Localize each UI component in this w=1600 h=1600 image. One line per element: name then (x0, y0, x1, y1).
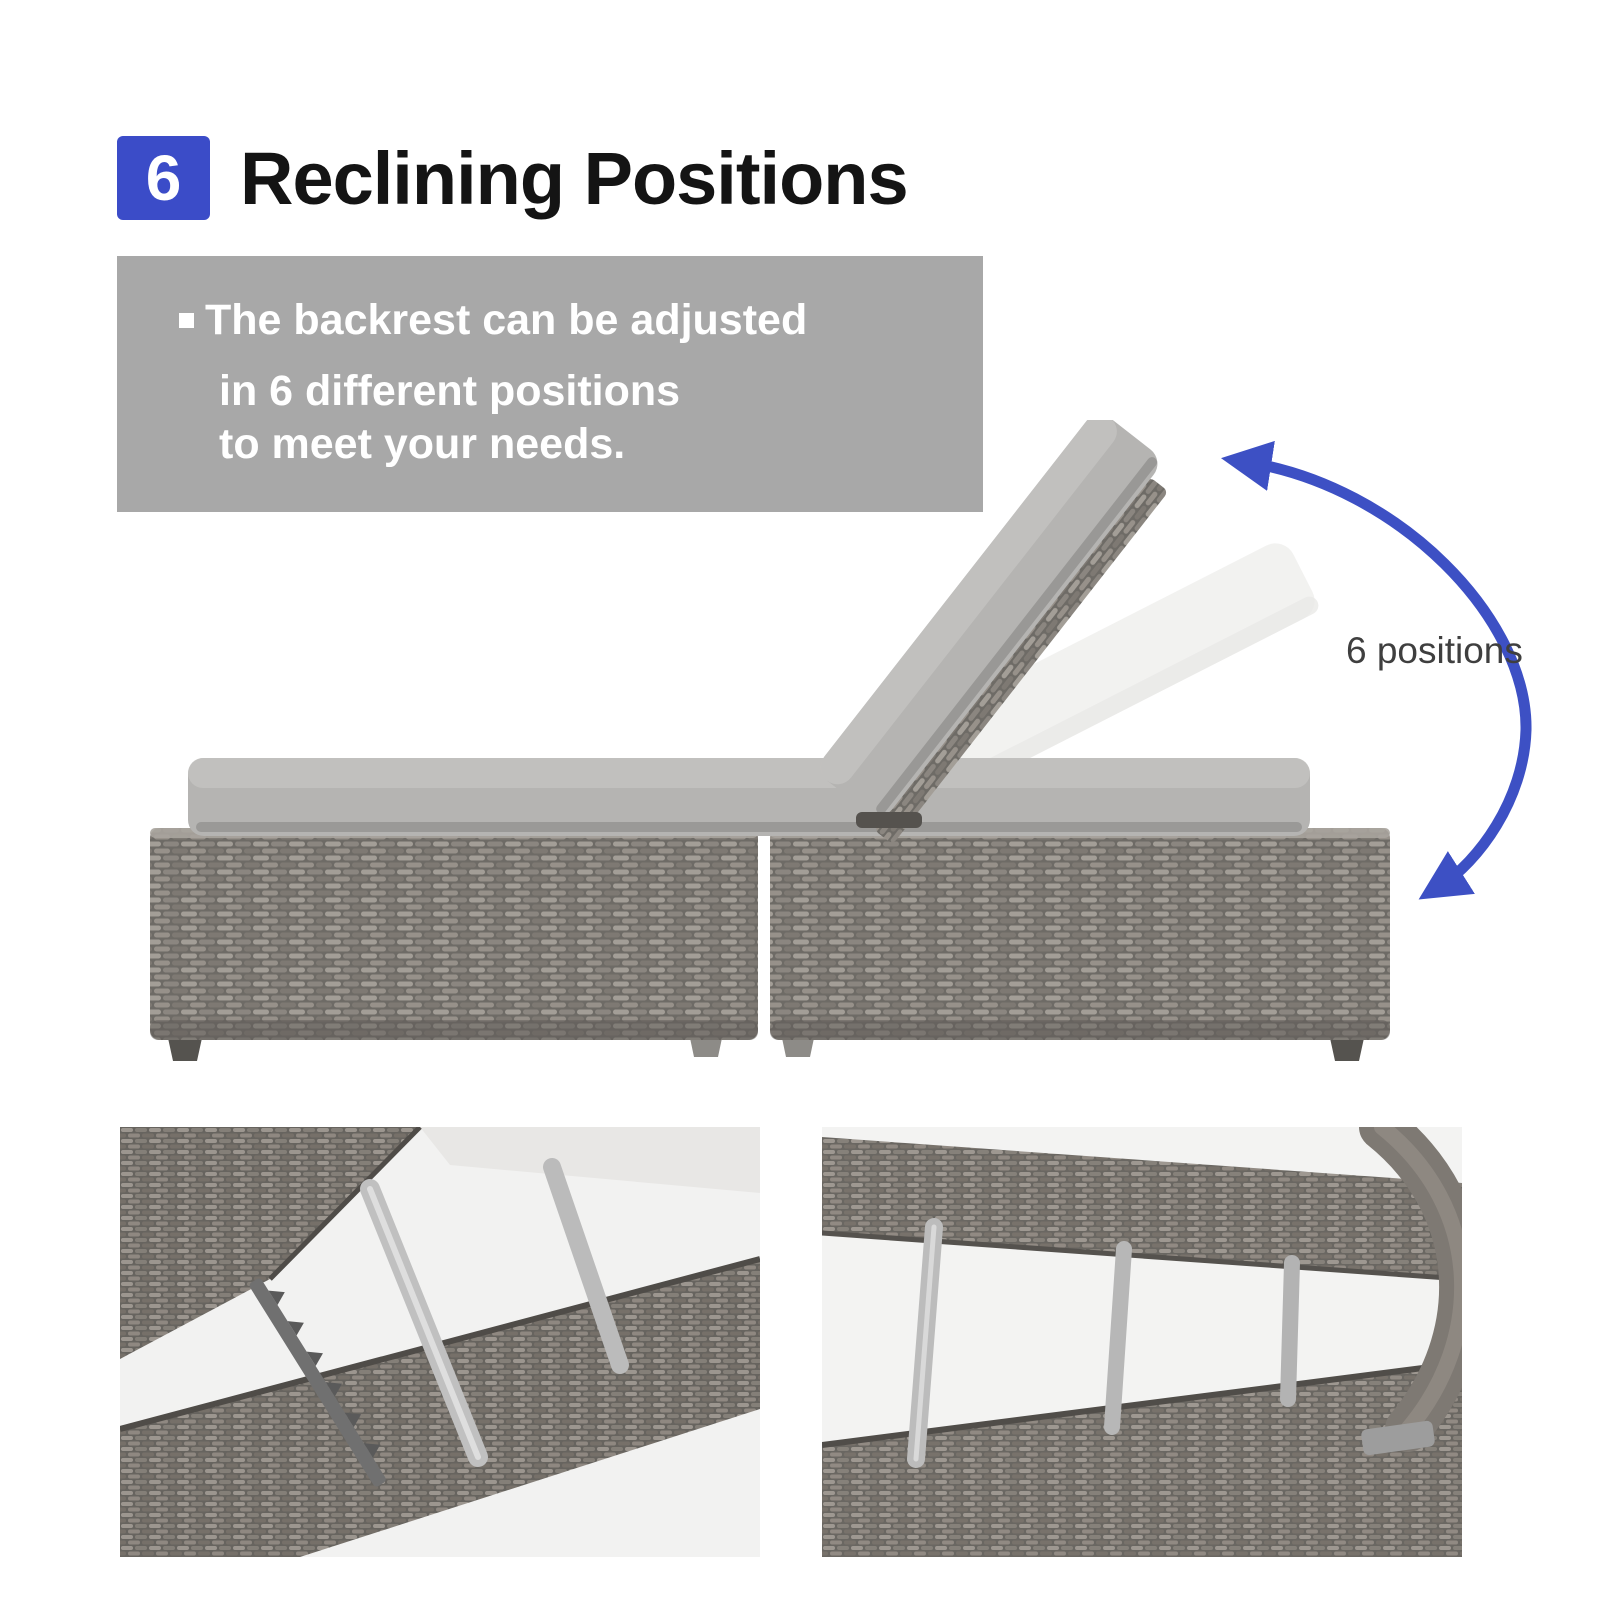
metal-tube (543, 1158, 629, 1374)
curved-arrow-icon (1221, 440, 1532, 900)
base-left-section (150, 828, 758, 1040)
feature-line-1: The backrest can be adjusted (179, 296, 953, 344)
closeup-right-illustration (822, 1127, 1462, 1557)
foot-left (168, 1038, 202, 1061)
feature-line-2: in 6 different positions (219, 367, 681, 416)
bullet-square-icon (179, 313, 194, 329)
foot-mid-1 (690, 1038, 722, 1057)
hinge-plate (1361, 1420, 1435, 1456)
closeup-photo-left (120, 1127, 760, 1557)
metal-tube (1280, 1255, 1300, 1407)
closeup-left-illustration (120, 1127, 760, 1557)
positions-annotation: 6 positions (1346, 630, 1523, 671)
foot-mid-2 (782, 1038, 814, 1057)
closeup-right-side-rail (822, 1363, 1462, 1557)
page-title: Reclining Positions (240, 136, 909, 220)
hinge-hardware (856, 812, 922, 828)
feature-line-3: to meet your needs. (219, 420, 626, 469)
base-right-section (770, 828, 1390, 1040)
metal-tube (1104, 1241, 1132, 1435)
count-badge: 6 (117, 136, 210, 220)
ratchet-bar (249, 1278, 386, 1487)
closeup-left-wicker-slab (120, 1127, 420, 1359)
product-photo-main (0, 414, 1600, 1100)
feature-line-1-text: The backrest can be adjusted (205, 296, 808, 344)
backrest-raised (820, 414, 1167, 843)
chaise-lounge-illustration (150, 414, 1532, 1061)
foot-right (1330, 1038, 1364, 1061)
feature-description-box: The backrest can be adjusted in 6 differ… (117, 256, 983, 512)
seat-cushion (188, 758, 1310, 836)
closeup-photo-right (822, 1127, 1462, 1557)
count-badge-number: 6 (145, 142, 182, 214)
